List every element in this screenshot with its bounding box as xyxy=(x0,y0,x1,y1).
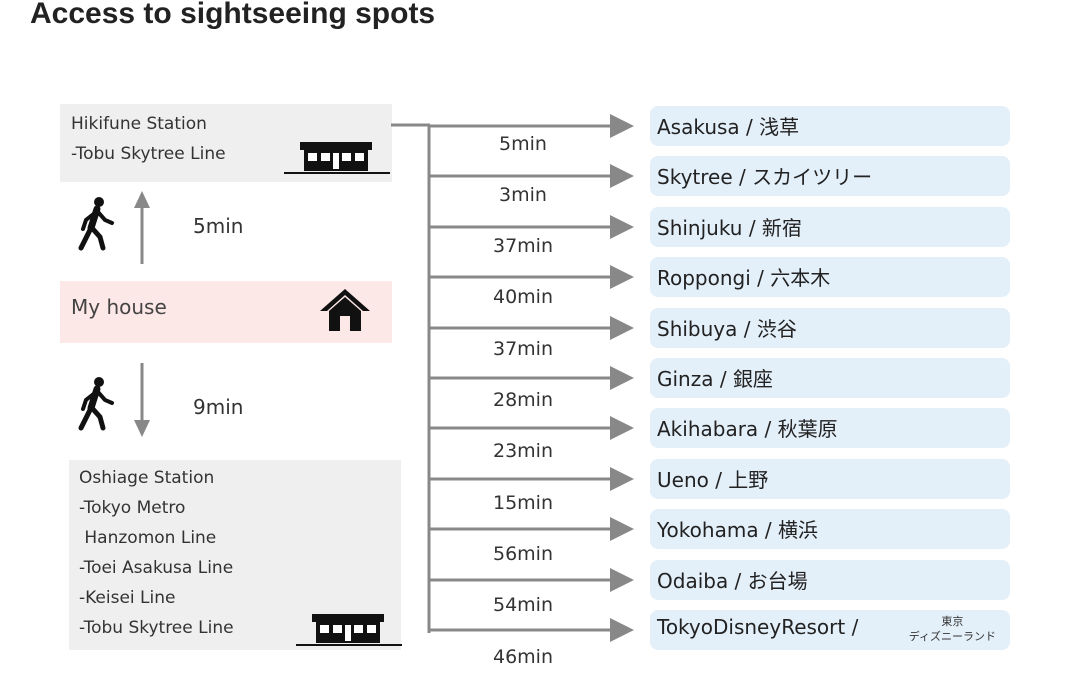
destination-shinjuku: Shinjuku / 新宿 xyxy=(650,207,1010,247)
destination-akihabara: Akihabara / 秋葉原 xyxy=(650,408,1010,448)
travel-time: 28min xyxy=(492,389,553,411)
arrow-icon xyxy=(610,164,634,188)
station-line-text: Hikifune Station xyxy=(71,114,207,134)
arrow-icon xyxy=(610,366,634,390)
walk-time-to-hikifune: 5min xyxy=(193,214,244,238)
travel-time: 37min xyxy=(492,235,553,257)
oshiage-station-lines: Oshiage Station -Tokyo Metro Hanzomon Li… xyxy=(79,463,234,643)
hikifune-station-lines: Hikifune Station -Tobu Skytree Line xyxy=(71,109,226,169)
travel-time: 56min xyxy=(492,543,553,565)
destination-label: Roppongi / 六本木 xyxy=(657,266,831,290)
destination-yokohama: Yokohama / 横浜 xyxy=(650,509,1010,549)
destination-ueno: Ueno / 上野 xyxy=(650,459,1010,499)
train-icon xyxy=(296,614,402,646)
station-line-text: -Tobu Skytree Line xyxy=(79,618,234,638)
destination-skytree: Skytree / スカイツリー xyxy=(650,156,1010,196)
destination-label: Yokohama / 横浜 xyxy=(657,518,819,542)
arrow-icon xyxy=(610,618,634,642)
station-line-text: -Tokyo Metro xyxy=(79,498,186,518)
destination-label: Shinjuku / 新宿 xyxy=(657,216,802,240)
destination-label: Ueno / 上野 xyxy=(657,468,769,492)
travel-time: 46min xyxy=(492,646,553,668)
travel-time: 37min xyxy=(492,338,553,360)
destination-label: TokyoDisneyResort / xyxy=(657,615,859,639)
arrow-icon xyxy=(610,568,634,592)
page-title: Access to sightseeing spots xyxy=(30,0,436,30)
arrow-icon xyxy=(134,191,150,208)
arrow-icon xyxy=(610,265,634,289)
my-house-label: My house xyxy=(71,295,167,319)
travel-time: 40min xyxy=(492,286,553,308)
station-line-text: -Tobu Skytree Line xyxy=(71,144,226,164)
walking-person-icon xyxy=(78,377,114,431)
travel-time: 3min xyxy=(499,184,547,206)
destination-odaiba: Odaiba / お台場 xyxy=(650,560,1010,600)
station-line-text: -Toei Asakusa Line xyxy=(79,558,234,578)
destination-sublabel: 東京 ディズニーランド xyxy=(908,615,996,643)
station-line-text: -Keisei Line xyxy=(79,588,176,608)
station-line-text: Hanzomon Line xyxy=(79,528,217,548)
arrow-icon xyxy=(610,316,634,340)
train-icon xyxy=(284,142,390,174)
walk-time-to-oshiage: 9min xyxy=(193,395,244,419)
destination-label: Odaiba / お台場 xyxy=(657,569,808,593)
house-icon xyxy=(320,289,370,331)
destination-roppongi: Roppongi / 六本木 xyxy=(650,257,1010,297)
arrow-icon xyxy=(610,517,634,541)
destination-tokyo-disney-resort: TokyoDisneyResort / 東京 ディズニーランド xyxy=(650,610,1010,650)
travel-time: 15min xyxy=(492,492,553,514)
destination-label: Ginza / 銀座 xyxy=(657,367,773,391)
station-line-text: Oshiage Station xyxy=(79,468,215,488)
destination-label: Shibuya / 渋谷 xyxy=(657,317,797,341)
walking-person-icon xyxy=(78,197,114,251)
destination-asakusa: Asakusa / 浅草 xyxy=(650,106,1010,146)
arrow-icon xyxy=(610,114,634,138)
travel-time: 54min xyxy=(492,594,553,616)
arrow-icon xyxy=(610,467,634,491)
travel-time: 5min xyxy=(499,133,547,155)
arrow-icon xyxy=(610,416,634,440)
arrow-icon xyxy=(610,215,634,239)
destination-label: Asakusa / 浅草 xyxy=(657,115,800,139)
destination-label: Akihabara / 秋葉原 xyxy=(657,417,838,441)
travel-time: 23min xyxy=(492,440,553,462)
arrow-icon xyxy=(134,420,150,437)
destination-ginza: Ginza / 銀座 xyxy=(650,358,1010,398)
route-arrows xyxy=(429,114,634,642)
destination-shibuya: Shibuya / 渋谷 xyxy=(650,308,1010,348)
destination-label: Skytree / スカイツリー xyxy=(657,165,873,189)
